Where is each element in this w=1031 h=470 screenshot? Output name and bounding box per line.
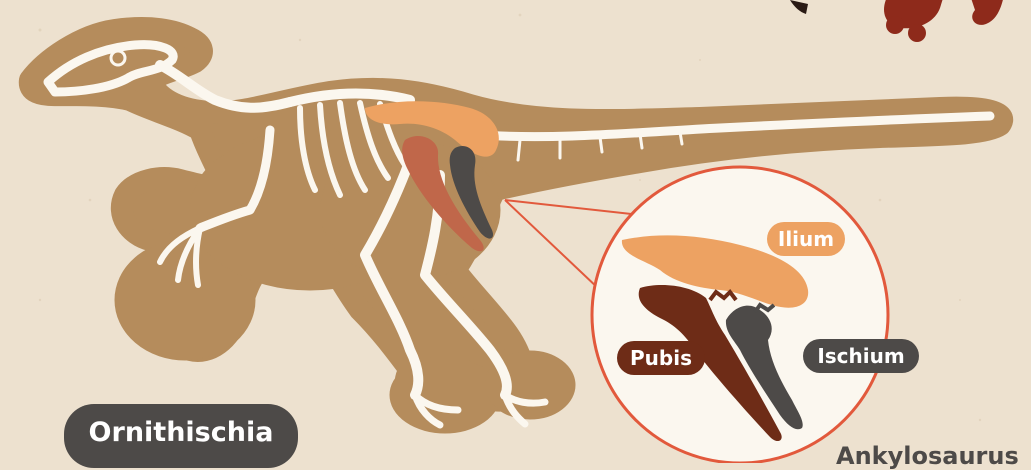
ilium-pill: Ilium xyxy=(767,222,845,256)
pelvis-callout xyxy=(592,167,888,463)
ilium-label: Ilium xyxy=(778,227,834,251)
background-bones-icon xyxy=(790,0,1004,42)
ischium-pill: Ischium xyxy=(803,339,919,373)
group-label: Ornithischia xyxy=(89,417,274,448)
pubis-pill: Pubis xyxy=(617,341,705,375)
pubis-label: Pubis xyxy=(630,346,692,370)
ischium-label: Ischium xyxy=(817,344,904,368)
group-badge: Ornithischia xyxy=(64,404,298,468)
corner-label: Ankylosaurus xyxy=(836,442,1019,470)
